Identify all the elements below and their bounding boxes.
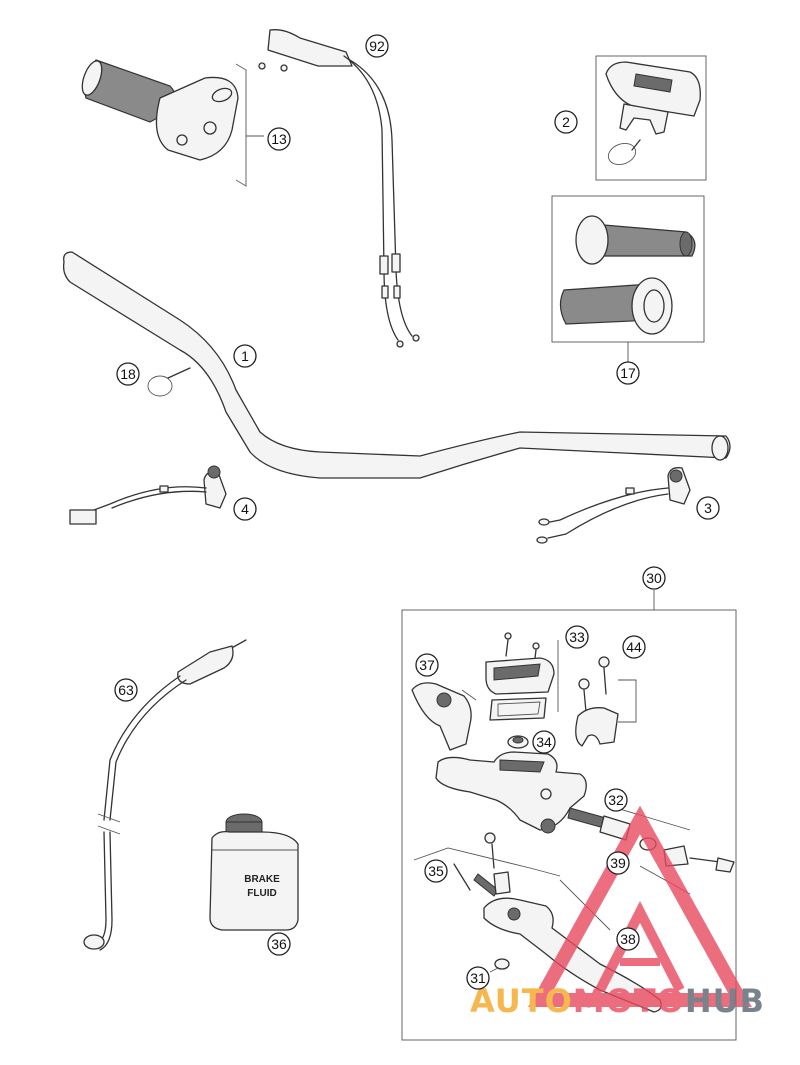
svg-text:38: 38 (620, 931, 636, 947)
callout-44: 44 (622, 635, 646, 659)
grips-box (551, 195, 705, 362)
callout-18: 18 (116, 362, 140, 386)
brake-line (83, 639, 247, 951)
watermark-part1: AUTO (470, 982, 573, 1020)
svg-text:18: 18 (120, 366, 136, 382)
callout-31: 31 (466, 966, 490, 990)
clamp-bolts (575, 656, 637, 747)
svg-text:37: 37 (419, 657, 435, 673)
pad-frame (595, 55, 707, 181)
watermark-text: AUTOMOTOHUB (470, 982, 765, 1020)
svg-text:30: 30 (646, 570, 662, 586)
lever-37 (411, 682, 477, 751)
master-cylinder-box (401, 590, 737, 1041)
handlebar-tube (62, 251, 731, 479)
piston-32 (567, 807, 691, 841)
callout-37: 37 (415, 653, 439, 677)
callout-30: 30 (642, 566, 666, 590)
callout-35: 35 (424, 859, 448, 883)
svg-text:33: 33 (569, 629, 585, 645)
reservoir-cover (485, 632, 559, 721)
seal-34 (507, 735, 529, 749)
svg-text:31: 31 (470, 970, 486, 986)
svg-text:63: 63 (118, 682, 134, 698)
watermark-part3: HUB (685, 982, 765, 1020)
svg-text:39: 39 (610, 855, 626, 871)
svg-text:17: 17 (620, 365, 636, 381)
bottle-label-line1: BRAKE (244, 874, 280, 885)
callout-3: 3 (696, 496, 720, 520)
bottle-label-line2: FLUID (247, 888, 276, 899)
callout-92: 92 (365, 34, 389, 58)
callout-33: 33 (565, 625, 589, 649)
callout-39: 39 (606, 851, 630, 875)
cable-tie (147, 367, 191, 397)
svg-text:36: 36 (271, 936, 287, 952)
spring-pin-35 (413, 832, 561, 897)
callout-4: 4 (233, 497, 257, 521)
throttle-cables (258, 29, 420, 348)
switch-right (536, 467, 691, 544)
callout-13: 13 (267, 127, 291, 151)
switch-left-connector (69, 509, 97, 525)
brake-line-fitting (177, 645, 234, 685)
master-cylinder-body (435, 751, 587, 834)
svg-text:92: 92 (369, 38, 385, 54)
svg-text:34: 34 (536, 734, 552, 750)
grip-left-flange (575, 215, 609, 265)
svg-text:3: 3 (704, 500, 712, 516)
callout-36: 36 (267, 932, 291, 956)
callout-1: 1 (233, 344, 257, 368)
svg-text:1: 1 (241, 348, 249, 364)
svg-text:44: 44 (626, 639, 642, 655)
callout-2: 2 (554, 110, 578, 134)
brake-fluid-bottle: BRAKE FLUID (209, 813, 299, 931)
watermark-part2: MOTO (573, 982, 685, 1020)
cable-housing-top (267, 29, 353, 67)
svg-text:4: 4 (241, 501, 249, 517)
callout-32: 32 (604, 788, 628, 812)
callout-17: 17 (616, 361, 640, 385)
callout-63: 63 (114, 678, 138, 702)
svg-text:13: 13 (271, 131, 287, 147)
switch-left (69, 465, 227, 525)
handlebar (62, 251, 731, 479)
callout-34: 34 (532, 730, 556, 754)
bottle-body (209, 830, 299, 931)
handlebar-pad-box (595, 55, 707, 181)
clamp-half (575, 707, 619, 747)
watermark: AUTOMOTOHUB (470, 805, 765, 1020)
callout-38: 38 (616, 927, 640, 951)
svg-text:35: 35 (428, 863, 444, 879)
throttle-grip-assembly (81, 59, 264, 187)
master-cylinder-frame (401, 609, 737, 1041)
svg-text:2: 2 (562, 114, 570, 130)
nut-31 (489, 958, 510, 973)
svg-text:32: 32 (608, 792, 624, 808)
